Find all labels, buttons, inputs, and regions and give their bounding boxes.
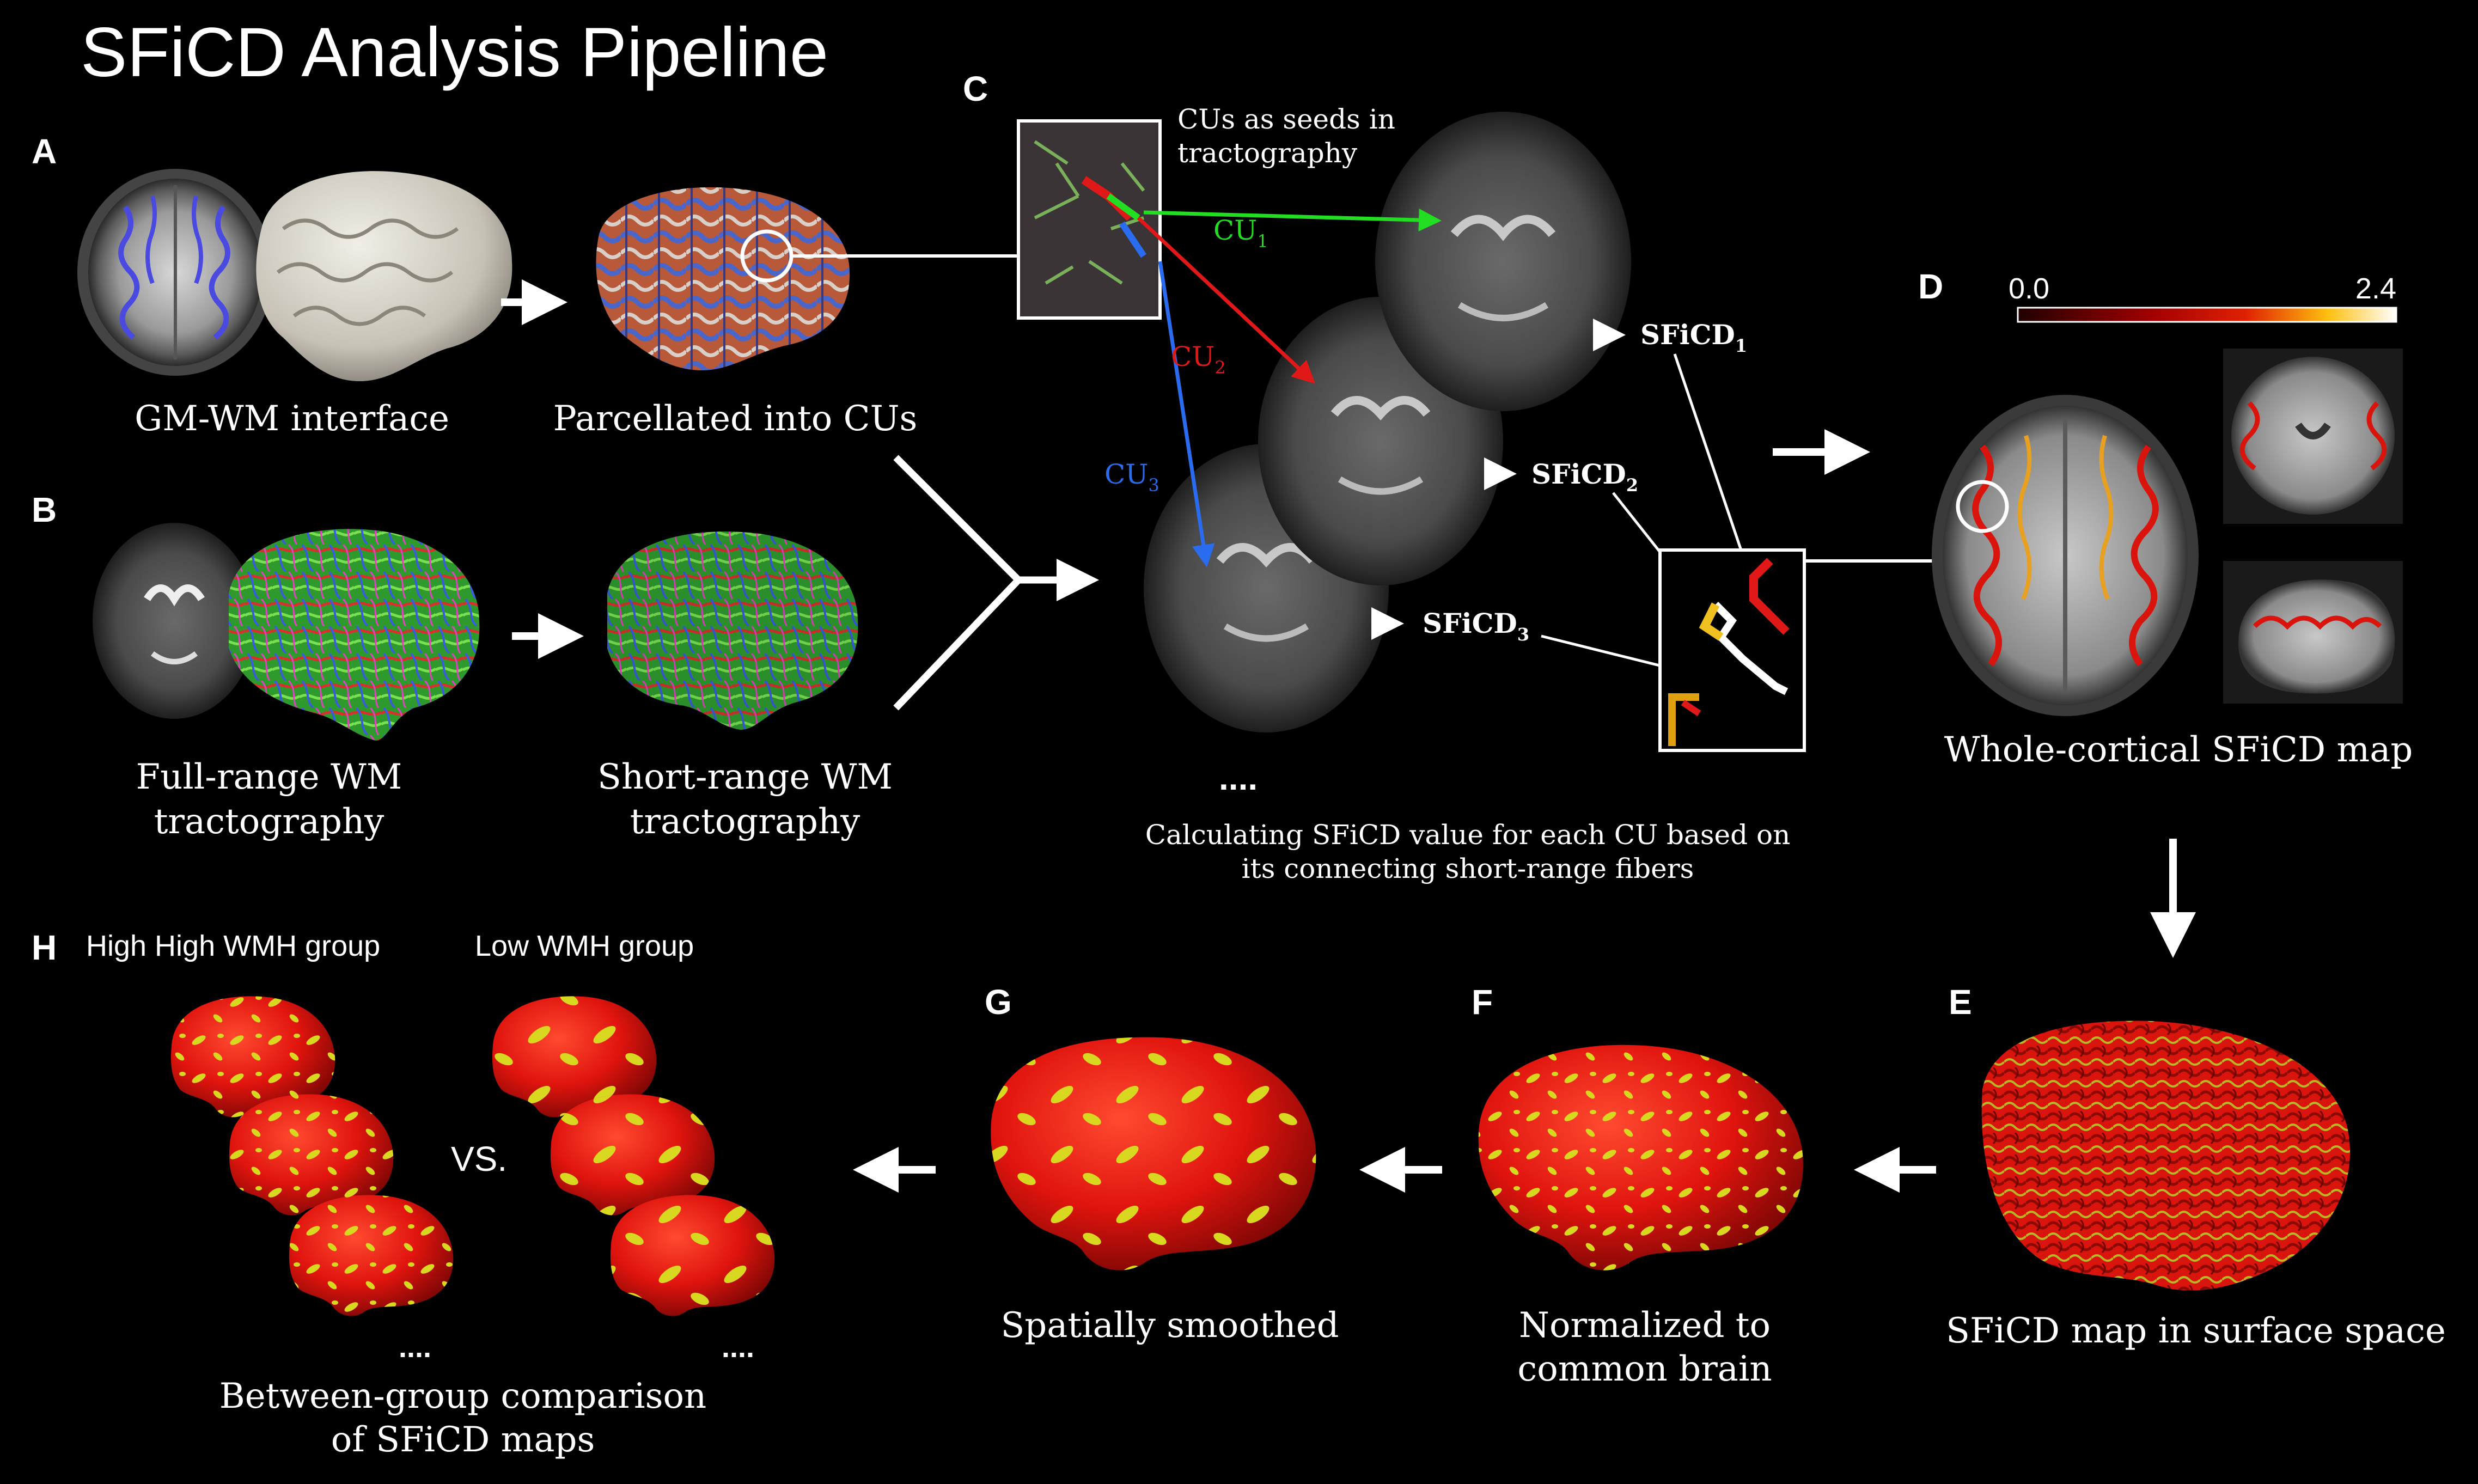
vs-label: VS. xyxy=(451,1139,507,1178)
axial-dti-scan-b xyxy=(93,523,256,719)
seed-zoom-box xyxy=(1017,119,1162,320)
seed-note-line-2: tractography xyxy=(1177,137,1358,169)
panel-letter-d: D xyxy=(1918,267,1943,306)
short-range-tractography-brain xyxy=(607,531,858,730)
page-title: SFiCD Analysis Pipeline xyxy=(81,14,828,91)
cu3-label: CU3 xyxy=(1104,459,1159,496)
whole-cortical-axial-map xyxy=(1932,395,2199,716)
panel-letter-f: F xyxy=(1472,982,1493,1022)
c-caption-line-1: Calculating SFiCD value for each CU base… xyxy=(1145,819,1791,851)
merge-arrows-ab-to-c xyxy=(893,455,1099,711)
label-normalized-2: common brain xyxy=(1517,1349,1772,1389)
panel-letter-g: G xyxy=(985,982,1012,1022)
cu2-label: CU2 xyxy=(1171,341,1226,378)
axial-mri-scan-a xyxy=(77,169,273,376)
sficd1-label: SFiCD1 xyxy=(1640,319,1747,356)
label-short-range-2: tractography xyxy=(630,802,860,842)
label-gm-wm-interface: GM-WM interface xyxy=(135,399,449,439)
cu3-arrow xyxy=(1158,261,1215,567)
label-full-range-1: Full-range WM xyxy=(136,757,402,797)
low-group-ellipsis: .... xyxy=(722,1331,754,1364)
sficd2-label: SFiCD2 xyxy=(1531,458,1638,496)
colorbar xyxy=(2017,307,2397,323)
c-ellipsis: .... xyxy=(1219,758,1258,797)
label-surface-space: SFiCD map in surface space xyxy=(1946,1311,2446,1351)
high-group-brains xyxy=(170,996,454,1316)
normalized-brain-f xyxy=(1478,1045,1803,1271)
label-between-group-1: Between-group comparison xyxy=(219,1376,706,1416)
panel-letter-b: B xyxy=(32,490,57,529)
high-group-brain-3 xyxy=(289,1195,454,1316)
label-whole-cortical: Whole-cortical SFiCD map xyxy=(1944,730,2413,770)
d-highlight-circle xyxy=(1956,480,2009,533)
sficd3-label: SFiCD3 xyxy=(1423,607,1529,645)
label-spatially-smoothed: Spatially smoothed xyxy=(1000,1305,1339,1346)
smoothed-brain-g xyxy=(991,1037,1316,1271)
panel-letter-c: C xyxy=(963,69,988,108)
low-group-brains xyxy=(492,996,775,1316)
surface-map-brain-e xyxy=(1981,1021,2350,1291)
colorbar-min-label: 0.0 xyxy=(2009,272,2049,305)
label-parcellated: Parcellated into CUs xyxy=(553,399,918,439)
white-matter-surface-brain xyxy=(256,171,512,381)
stacked-dti-slices xyxy=(1144,112,1631,732)
label-full-range-2: tractography xyxy=(154,802,384,842)
cu1-arrow xyxy=(1143,209,1442,232)
c-caption-line-2: its connecting short-range fibers xyxy=(1242,853,1694,884)
high-group-brain-2 xyxy=(229,1094,394,1216)
panel-letter-h: H xyxy=(32,928,57,967)
label-between-group-2: of SFiCD maps xyxy=(331,1420,595,1460)
panel-letter-e: E xyxy=(1949,982,1972,1022)
group-high-label: High High WMH group xyxy=(86,930,380,962)
dti-slice-1 xyxy=(1375,112,1631,411)
high-group-brain-1 xyxy=(170,996,335,1117)
low-group-brain-3 xyxy=(610,1195,775,1316)
colorbar-max-label: 2.4 xyxy=(2355,272,2396,305)
seed-note-line-1: CUs as seeds in xyxy=(1177,103,1395,135)
parcellated-brain xyxy=(596,187,850,370)
full-range-tractography-brain xyxy=(229,529,480,741)
cu2-arrow xyxy=(1137,216,1316,384)
sagittal-slice xyxy=(2223,561,2403,704)
sficd-zoom-box xyxy=(1658,548,1806,752)
low-group-brain-2 xyxy=(550,1094,715,1216)
coronal-slice xyxy=(2223,349,2403,524)
cu1-label: CU1 xyxy=(1213,215,1268,252)
label-short-range-1: Short-range WM xyxy=(597,757,893,797)
low-group-brain-1 xyxy=(492,996,657,1117)
panel-letter-a: A xyxy=(32,132,57,171)
label-normalized-1: Normalized to xyxy=(1519,1305,1771,1346)
group-low-label: Low WMH group xyxy=(475,930,694,962)
high-group-ellipsis: .... xyxy=(399,1331,431,1364)
